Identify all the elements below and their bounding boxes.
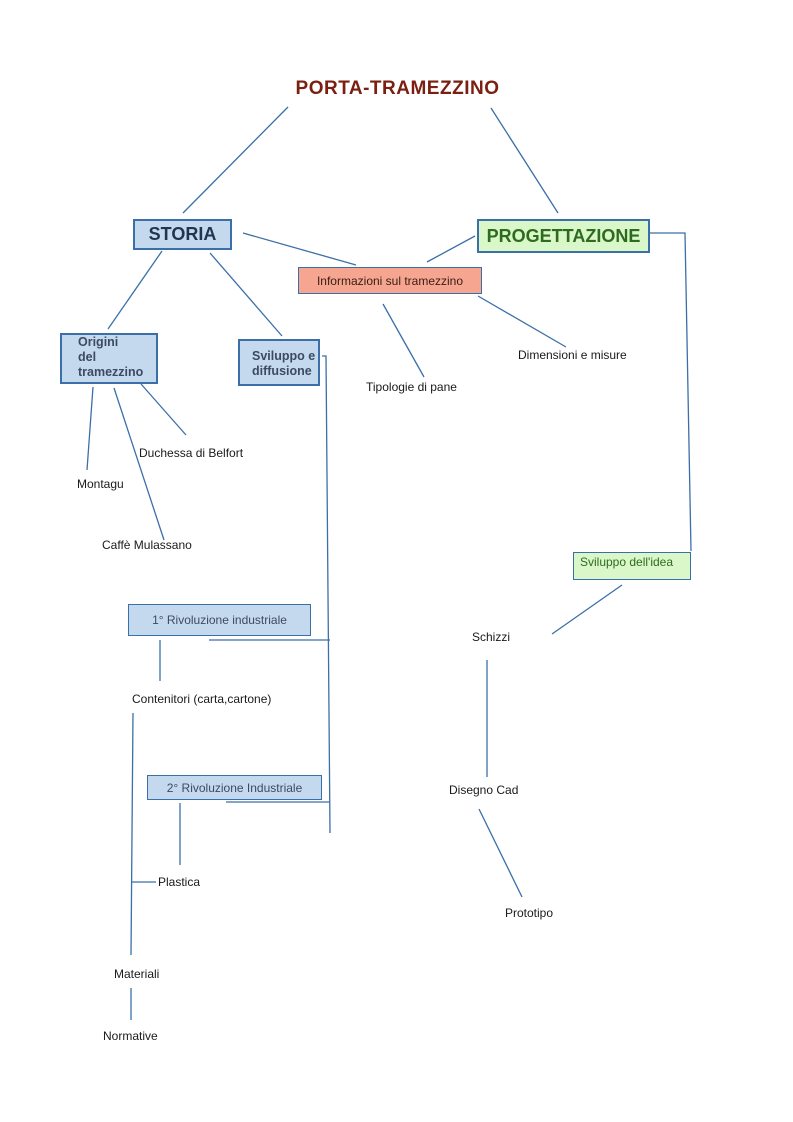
node-sviluppo-diffusione: Sviluppo e diffusione xyxy=(238,339,320,386)
line-progettazione-info xyxy=(426,235,476,263)
node-disegno-cad: Disegno Cad xyxy=(449,783,519,797)
node-contenitori: Contenitori (carta,cartone) xyxy=(132,692,272,706)
line-idea-schizzi xyxy=(551,584,623,635)
line-storia-sviluppo xyxy=(209,252,283,337)
line-sviluppo-vertical xyxy=(322,355,331,834)
node-tipologie-pane: Tipologie di pane xyxy=(366,380,457,394)
node-duchessa-belfort: Duchessa di Belfort xyxy=(139,446,244,460)
node-materiali: Materiali xyxy=(114,967,160,981)
line-origini-mulassano xyxy=(113,387,165,541)
node-normative: Normative xyxy=(103,1029,158,1043)
node-schizzi: Schizzi xyxy=(472,630,511,644)
line-info-dimensioni xyxy=(477,295,567,348)
line-title-progettazione xyxy=(490,107,559,214)
node-informazioni: Informazioni sul tramezzino xyxy=(298,267,482,294)
sviluppo-line-2: diffusione xyxy=(252,364,312,378)
node-dimensioni-misure: Dimensioni e misure xyxy=(518,348,627,362)
node-prototipo: Prototipo xyxy=(505,906,554,920)
origini-line-1: Origini xyxy=(78,335,119,349)
node-sviluppo-idea: Sviluppo dell'idea xyxy=(573,552,691,580)
sviluppo-line-1: Sviluppo e xyxy=(252,349,316,363)
node-origini: Origini del tramezzino xyxy=(60,333,158,384)
line-storia-origini xyxy=(107,250,163,330)
origini-line-3: tramezzino xyxy=(78,365,144,379)
diagram-title: PORTA-TRAMEZZINO xyxy=(295,78,500,99)
line-info-tipologie xyxy=(382,303,425,378)
line-origini-montagu xyxy=(86,386,94,471)
node-progettazione: PROGETTAZIONE xyxy=(477,219,650,253)
node-rivoluzione-1: 1° Rivoluzione industriale xyxy=(128,604,311,636)
origini-line-2: del xyxy=(78,350,97,364)
node-rivoluzione-2: 2° Rivoluzione Industriale xyxy=(147,775,322,800)
node-montagu: Montagu xyxy=(77,477,124,491)
line-contenitori-materiali xyxy=(130,712,134,956)
line-cad-prototipo xyxy=(478,808,523,898)
line-title-storia xyxy=(182,106,289,214)
node-storia: STORIA xyxy=(133,219,232,250)
line-progettazione-idea xyxy=(650,232,692,552)
line-storia-info xyxy=(242,232,357,266)
node-plastica: Plastica xyxy=(158,875,201,889)
node-caffe-mulassano: Caffè Mulassano xyxy=(102,538,192,552)
line-origini-duchessa xyxy=(140,383,187,436)
